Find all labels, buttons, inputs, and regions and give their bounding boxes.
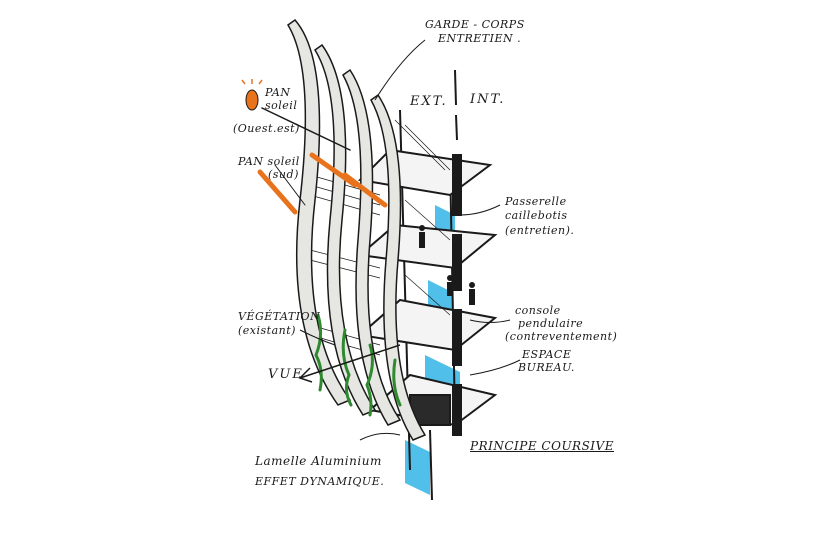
view-arrow: [298, 344, 401, 383]
label-console: console: [515, 304, 561, 317]
label-lamelle: Lamelle Aluminium: [255, 454, 382, 468]
aluminium-fins: [287, 18, 427, 441]
label-espace: ESPACE: [522, 348, 572, 361]
label-ext: EXT.: [410, 94, 448, 109]
label-contreventement: (contreventement): [505, 330, 618, 343]
label-vegetation: VÉGÉTATION: [238, 310, 321, 323]
label-int: INT.: [470, 92, 506, 107]
people-figures: [419, 225, 475, 305]
label-sud: (sud): [268, 168, 299, 181]
label-principe-coursive: PRINCIPE COURSIVE: [470, 439, 614, 453]
ext-int-divider: [454, 69, 458, 141]
label-ouest-est: (Ouest.est): [233, 122, 300, 135]
sun-icon: [241, 79, 263, 111]
vegetation: [314, 313, 402, 417]
label-pan-soleil-top: PAN: [265, 86, 291, 99]
label-passerelle: Passerelle: [505, 195, 567, 208]
label-caillebotis: caillebotis: [505, 209, 568, 222]
label-entretien-passerelle: (entretien).: [505, 224, 575, 237]
label-existant: (existant): [238, 324, 296, 337]
label-bureau: BUREAU.: [518, 361, 575, 374]
label-effet-dynamique: EFFET DYNAMIQUE.: [255, 475, 385, 488]
label-entretien: ENTRETIEN .: [438, 32, 522, 45]
leader-lines: [299, 39, 521, 441]
label-soleil-top: soleil: [265, 99, 298, 112]
label-pendulaire: pendulaire: [518, 317, 584, 330]
label-pan-soleil-sud: PAN soleil: [238, 155, 300, 168]
label-garde-corps: GARDE - CORPS: [425, 18, 525, 31]
label-vue: VUE: [268, 367, 304, 382]
sun-ray-arrows: [257, 107, 388, 215]
